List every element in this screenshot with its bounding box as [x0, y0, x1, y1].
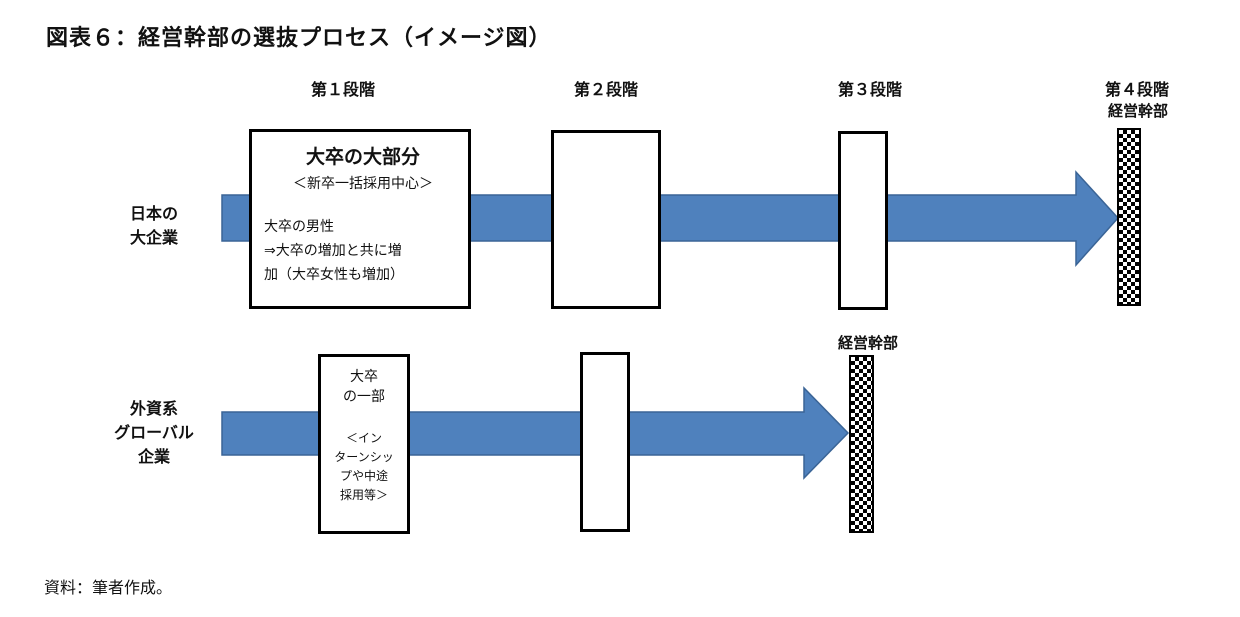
japan-label-line-1: 日本の: [129, 204, 178, 223]
stage-2-label: 第２段階: [573, 80, 638, 99]
foreign-arrow: [221, 386, 850, 480]
foreign-box-detail-line-2: ターンシッ: [334, 450, 394, 464]
stage-1-label: 第１段階: [310, 80, 375, 99]
stage-3-label: 第３段階: [837, 80, 902, 99]
japan-box-line-2: ⇒大卒の増加と共に増: [264, 243, 402, 259]
foreign-stage-2-box: [580, 352, 630, 532]
japan-label-line-2: 大企業: [129, 228, 178, 247]
foreign-row-label: 外資系 グローバル 企業: [104, 397, 204, 469]
foreign-box-title: 大卒 の一部: [321, 367, 407, 407]
foreign-box-detail-line-3: プや中途: [339, 469, 388, 483]
stage-4-label: 第４段階: [1104, 80, 1169, 99]
japan-box-subtitle: ＜新卒一括採用中心＞: [293, 176, 433, 192]
foreign-exec-label: 経営幹部: [837, 334, 898, 352]
source-note: 資料：筆者作成。: [44, 578, 173, 597]
japan-box-line-1: 大卒の男性: [264, 219, 334, 235]
japan-box-title: 大卒の大部分: [305, 146, 420, 168]
foreign-label-line-3: 企業: [137, 447, 170, 466]
foreign-stage-1-box: 大卒 の一部 ＜イン ターンシッ プや中途 採用等＞: [318, 354, 410, 534]
foreign-box-detail: ＜イン ターンシッ プや中途 採用等＞: [321, 429, 407, 505]
foreign-label-line-2: グローバル: [114, 423, 194, 442]
foreign-label-line-1: 外資系: [129, 399, 178, 418]
japan-row-label: 日本の 大企業: [104, 202, 204, 250]
japan-box-line-3: 加（大卒女性も増加）: [264, 267, 404, 283]
japan-box-body: 大卒の男性 ⇒大卒の増加と共に増 加（大卒女性も増加）: [264, 215, 462, 287]
japan-stage-2-box: [551, 130, 661, 309]
foreign-exec-checkered-bar: [849, 355, 874, 533]
stage-4-exec-label: 経営幹部: [1107, 102, 1168, 120]
japan-stage-1-box: 大卒の大部分 ＜新卒一括採用中心＞ 大卒の男性 ⇒大卒の増加と共に増 加（大卒女…: [249, 129, 471, 309]
japan-exec-checkered-bar: [1117, 128, 1141, 306]
foreign-box-detail-line-1: ＜イン: [345, 431, 382, 445]
foreign-box-title-line-2: の一部: [343, 389, 385, 405]
foreign-box-detail-line-4: 採用等＞: [339, 488, 388, 502]
foreign-box-title-line-1: 大卒: [350, 369, 378, 385]
japan-stage-3-box: [838, 131, 888, 310]
figure-title: 図表６：経営幹部の選抜プロセス（イメージ図）: [46, 26, 552, 51]
